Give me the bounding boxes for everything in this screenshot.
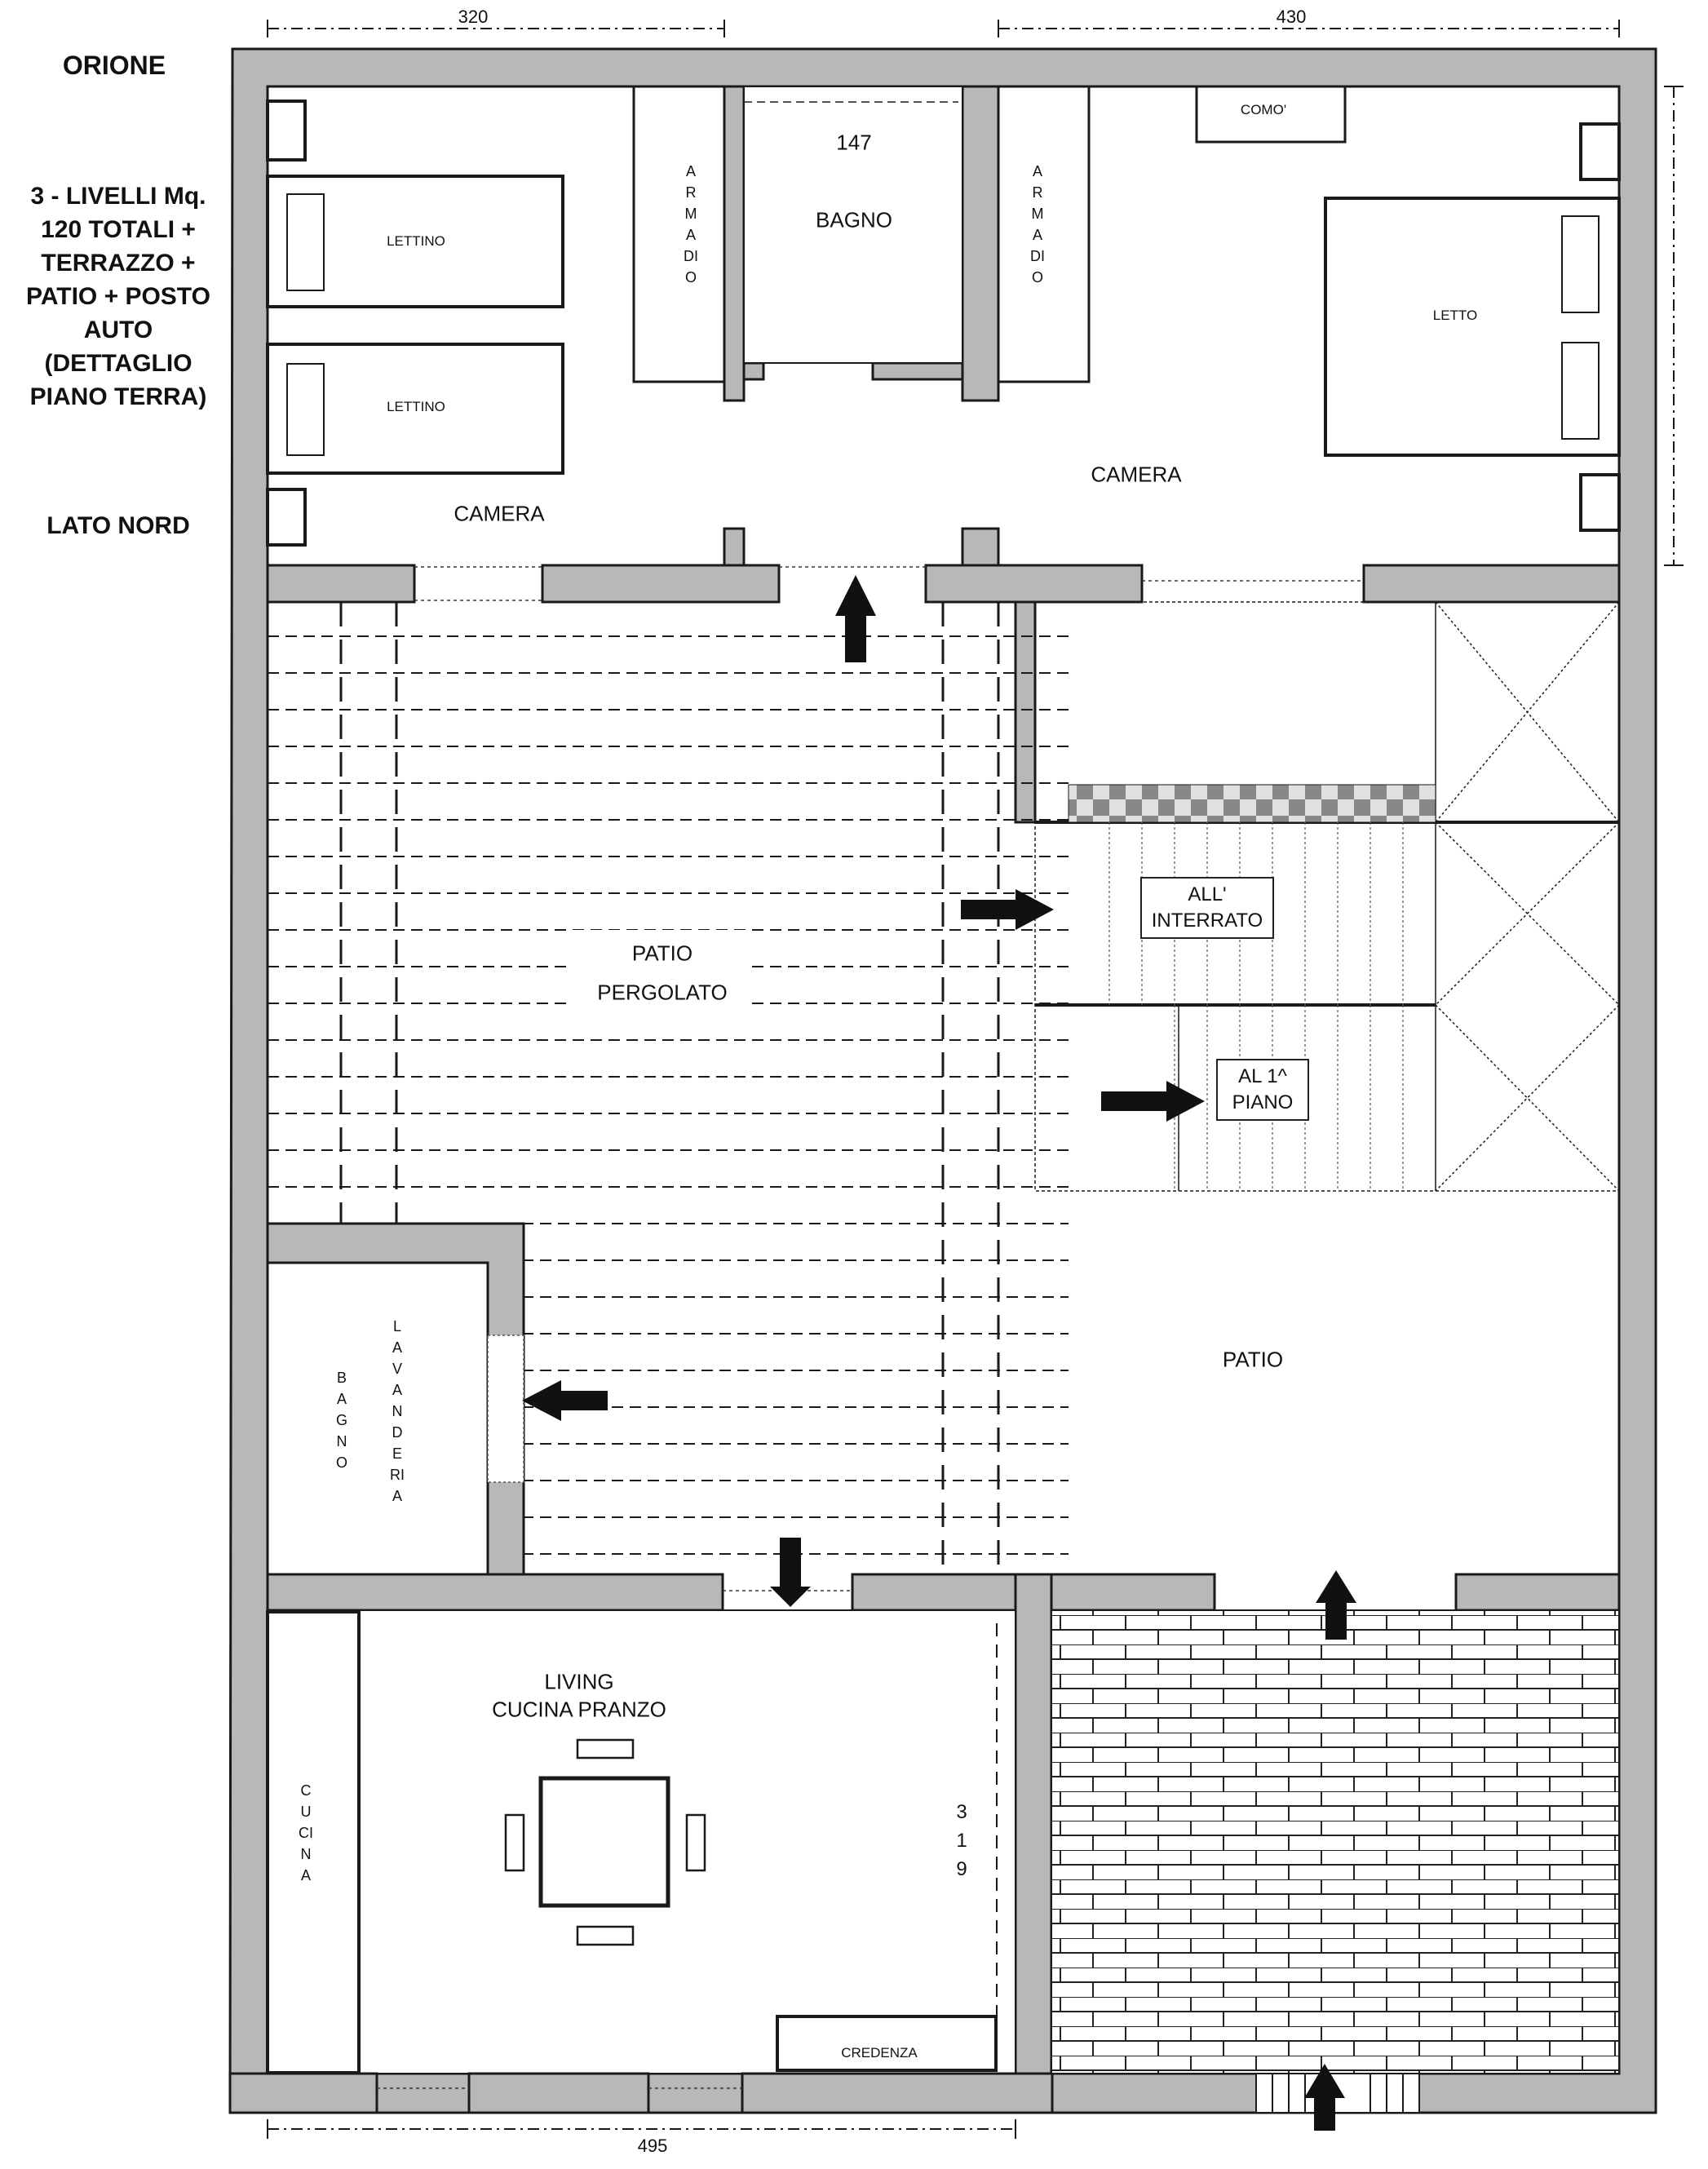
- bagno-lavanderia-room: [266, 1261, 489, 1576]
- wall-living: [266, 1573, 1621, 2075]
- parking-bricks: [1051, 1609, 1620, 2074]
- plan-info: 3 - LIVELLI Mq. 120 TOTALI + TERRAZZO + …: [26, 183, 210, 410]
- pillows-right: [1561, 215, 1600, 440]
- arrow-right-icon: [961, 889, 1054, 930]
- dining-table: [538, 1776, 670, 1908]
- lavanderia-label: LAVANDERIA: [390, 1318, 405, 1504]
- arrow-down-icon: [770, 1538, 811, 1607]
- patio-label: PATIO: [631, 941, 693, 966]
- dim-bottom: 495: [637, 2136, 668, 2156]
- stairs-up-label: AL 1^ PIANO: [1216, 1059, 1309, 1121]
- credenza-label: CREDENZA: [841, 2045, 918, 2061]
- arrow-left-icon: [522, 1380, 608, 1421]
- bedside-tables-right: [1579, 122, 1621, 532]
- stairs-down-label: ALL' INTERRATO: [1140, 877, 1274, 939]
- como-box: [1195, 85, 1347, 144]
- camera-label: CAMERA: [454, 501, 545, 526]
- bagno-top-box: [743, 86, 963, 364]
- pillows-left: [286, 193, 325, 456]
- dim-top-left: 320: [458, 7, 489, 27]
- arrow-up-icon: [1316, 1570, 1356, 1640]
- cucina-label: CUCINA: [299, 1782, 313, 1883]
- cucina-pranzo-label: CUCINA PRANZO: [492, 1697, 666, 1722]
- bedside-tables-left: [266, 100, 307, 547]
- lettino-label: LETTINO: [387, 233, 445, 249]
- plan-title: ORIONE: [62, 51, 166, 80]
- lettino-label: LETTINO: [387, 399, 445, 414]
- armadio-label: ARMADIO: [684, 163, 698, 286]
- bagno-label: BAGNO: [335, 1370, 347, 1471]
- chairs: [504, 1738, 706, 1946]
- pergola-beams: [339, 602, 1000, 1574]
- bagno-number: 147: [836, 130, 872, 155]
- patio-label-bg: [571, 930, 750, 1020]
- como-label: COMO': [1240, 102, 1287, 117]
- armadio-boxes: [632, 85, 1091, 383]
- pergolato-label: PERGOLATO: [597, 980, 728, 1005]
- dimension-lines: [267, 20, 1684, 2139]
- credenza-box: [776, 2015, 998, 2072]
- dim-living-depth: 319: [956, 1801, 967, 1880]
- bagno-label: BAGNO: [816, 207, 892, 232]
- bottom-wall-segments: [228, 2072, 1054, 2114]
- armadio-label: ARMADIO: [1030, 163, 1045, 286]
- living-label: LIVING: [544, 1669, 614, 1694]
- arrow-up-icon: [835, 575, 876, 662]
- wall-openings: [414, 566, 1364, 601]
- stair-tiles: [1068, 784, 1436, 823]
- orientation-label: LATO NORD: [46, 512, 190, 539]
- wall-top-rooms: [266, 527, 1621, 824]
- patio-label: PATIO: [1222, 1347, 1284, 1372]
- pergola-lines: [268, 635, 1069, 1555]
- arrow-right-icon: [1101, 1081, 1205, 1122]
- camera-label: CAMERA: [1091, 462, 1182, 487]
- letto-label: LETTO: [1432, 308, 1478, 323]
- arrow-up-icon: [1304, 2064, 1345, 2131]
- dim-top-right: 430: [1276, 7, 1307, 27]
